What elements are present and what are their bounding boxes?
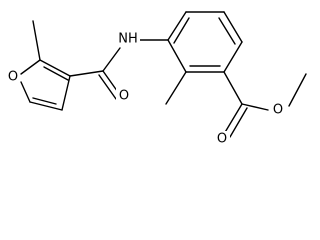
atom-furan-oxygen: O — [6, 69, 20, 85]
atom-ester-ether-oxygen: O — [270, 102, 286, 118]
bond-ester-c-o-single — [241, 103, 269, 111]
bond-benzene-1-2 — [167, 11, 187, 41]
bond-amide-c-n — [102, 47, 121, 72]
bond-furan-o-c2 — [20, 59, 41, 75]
bond-benzene-4-5 — [223, 41, 243, 73]
bond-furan-c2-c3-double — [43, 66, 69, 81]
bond-benzene-3-4-double — [218, 17, 236, 45]
bond-furan-c4-c5-double — [32, 97, 57, 105]
bond-aryl-to-ester-carbon — [223, 71, 243, 105]
bond-aryl-methyl — [165, 71, 187, 105]
bond-ester-o-methyl — [288, 73, 307, 107]
atom-label-ester-ether-oxygen: O — [273, 103, 283, 118]
bond-amide-c-o-double — [98, 74, 117, 100]
bond-furan-c4-c5 — [29, 101, 63, 111]
bond-furan-c2-c3 — [39, 59, 71, 77]
bond-furan-methyl — [32, 20, 41, 61]
bond-ester-c-o-double-a — [223, 103, 243, 135]
bond-furan-c3-c4 — [61, 75, 71, 111]
atom-amide-nitrogen: NH — [116, 31, 140, 47]
atom-label-amide-oxygen: O — [119, 89, 129, 104]
bond-furan-to-carbonyl — [69, 70, 104, 77]
bond-ester-c-o-double-b — [229, 107, 248, 138]
chemical-structure: O NH O O O — [6, 11, 307, 147]
bond-furan-c5-o — [20, 81, 31, 103]
bond-benzene-1-2-double — [173, 17, 190, 44]
atom-amide-oxygen: O — [116, 88, 132, 104]
atom-label-amide-nitrogen: NH — [118, 32, 138, 47]
atom-label-furan-oxygen: O — [8, 70, 18, 85]
atom-label-ester-carbonyl-oxygen: O — [217, 132, 227, 147]
bond-benzene-3-4 — [223, 11, 243, 43]
ester-group — [223, 71, 307, 138]
benzene-ring — [167, 11, 243, 73]
furan-ring — [20, 59, 71, 111]
atom-ester-carbonyl-oxygen: O — [214, 131, 230, 147]
bond-benzene-6-1 — [167, 39, 187, 73]
